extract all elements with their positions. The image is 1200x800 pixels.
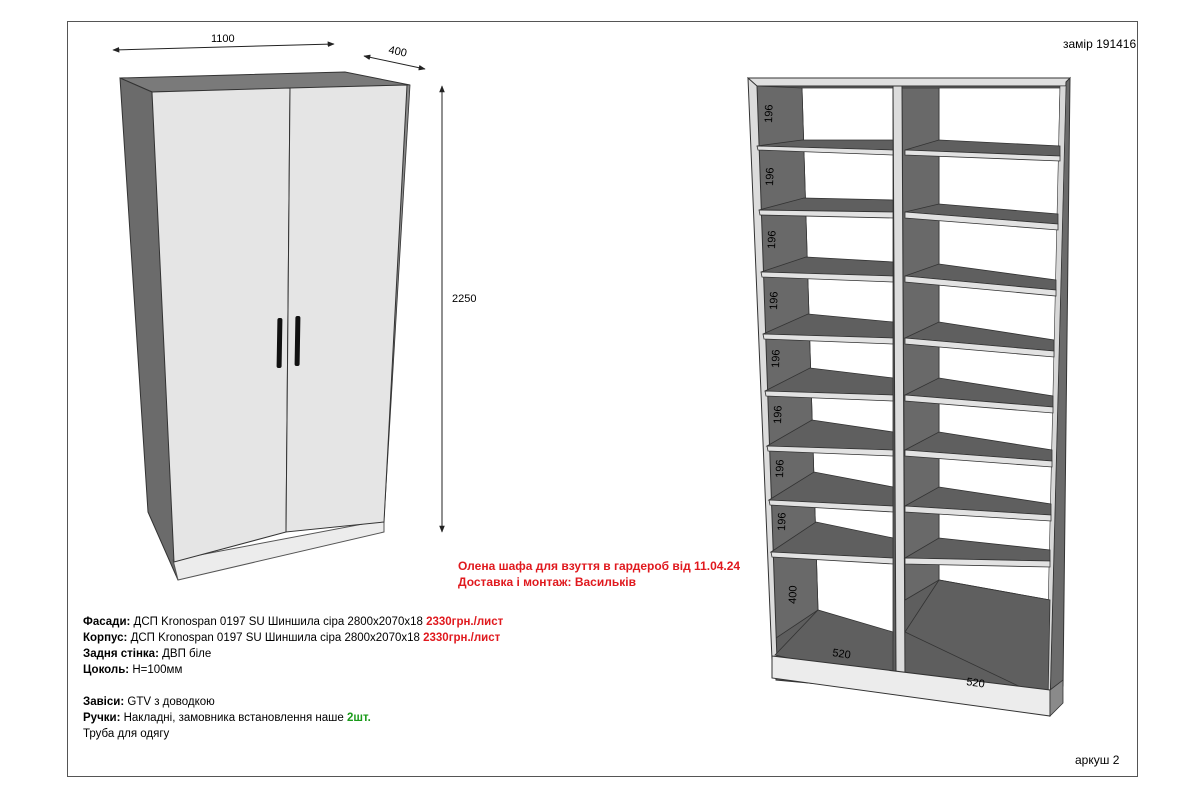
- shelf-gap-1: 196: [763, 104, 776, 123]
- spec-plinth: Цоколь: Н=100мм: [83, 664, 183, 676]
- sheet-number: аркуш 2: [1075, 753, 1120, 767]
- dim-depth-label: 400: [387, 44, 407, 60]
- measurement-number: замір 191416: [1063, 37, 1137, 51]
- bottom-gap: 400: [787, 585, 800, 604]
- handle-left: [276, 318, 283, 369]
- shelf-gap-2: 196: [764, 167, 777, 186]
- door-left: [151, 87, 291, 563]
- shelves-left: [756, 139, 894, 683]
- open-shelf-unit: [747, 76, 1071, 717]
- shelf-gap-5: 196: [770, 349, 783, 368]
- order-delivery: Доставка і монтаж: Васильків: [458, 575, 636, 589]
- spec-clothes-rail: Труба для одягу: [83, 728, 170, 740]
- order-title: Олена шафа для взуття в гардероб від 11.…: [458, 559, 741, 573]
- shelf-gap-6: 196: [772, 405, 785, 424]
- dim-height-label: 2250: [452, 293, 476, 305]
- drawing-sheet-border: [67, 21, 1138, 777]
- shelf-gap-7: 196: [774, 459, 787, 478]
- order-info: Олена шафа для взуття в гардероб від 11.…: [458, 558, 740, 590]
- shelves-right: [903, 139, 1061, 701]
- compartment-width-left: 520: [832, 647, 852, 661]
- shelf-gap-8: 196: [776, 512, 789, 531]
- spec-handles: Ручки: Накладні, замовника встановлення …: [83, 712, 371, 724]
- dimension-lines: [112, 41, 445, 533]
- dim-width-label: 1100: [211, 33, 235, 45]
- spec-back-panel: Задня стінка: ДВП біле: [83, 648, 212, 660]
- specifications: Фасади: ДСП Kronospan 0197 SU Шиншила сі…: [83, 614, 503, 742]
- spec-facades: Фасади: ДСП Kronospan 0197 SU Шиншила сі…: [83, 616, 504, 628]
- spec-hinges: Завіси: GTV з доводкою: [83, 696, 215, 708]
- door-right: [285, 84, 408, 533]
- shelf-gap-4: 196: [768, 291, 781, 310]
- handle-right: [294, 316, 301, 367]
- spec-body: Корпус: ДСП Kronospan 0197 SU Шиншила сі…: [83, 632, 501, 644]
- shelf-unit-top: [747, 77, 1071, 87]
- wardrobe-plinth: [172, 519, 385, 581]
- shelf-gap-3: 196: [766, 230, 779, 249]
- shelf-gap-labels: 196 196 196 196 196 196 196 196 400 520 …: [763, 104, 985, 690]
- closed-wardrobe: [119, 71, 411, 581]
- compartment-width-right: 520: [966, 676, 986, 690]
